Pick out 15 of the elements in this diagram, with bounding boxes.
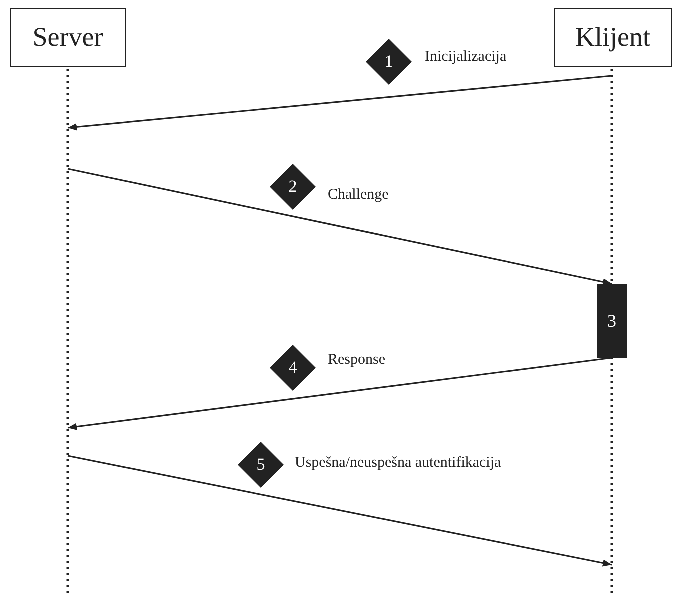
edge-label: Inicijalizacija xyxy=(425,48,507,66)
arrow xyxy=(68,75,612,131)
arrow xyxy=(68,357,612,430)
step-number-diamond: 5 xyxy=(238,442,284,488)
edge-label: Uspešna/neuspešna autentifikacija xyxy=(295,454,502,472)
participant-box: Klijent xyxy=(554,8,672,67)
activation-bar: 3 xyxy=(597,284,627,358)
arrow xyxy=(68,455,612,567)
edge-label: Challenge xyxy=(328,186,389,204)
step-number-diamond: 2 xyxy=(270,164,316,210)
participant-box: Server xyxy=(10,8,126,67)
step-number-diamond: 4 xyxy=(270,345,316,391)
arrow xyxy=(68,168,612,286)
edge-label: Response xyxy=(328,351,386,369)
step-number-diamond: 1 xyxy=(366,39,412,85)
